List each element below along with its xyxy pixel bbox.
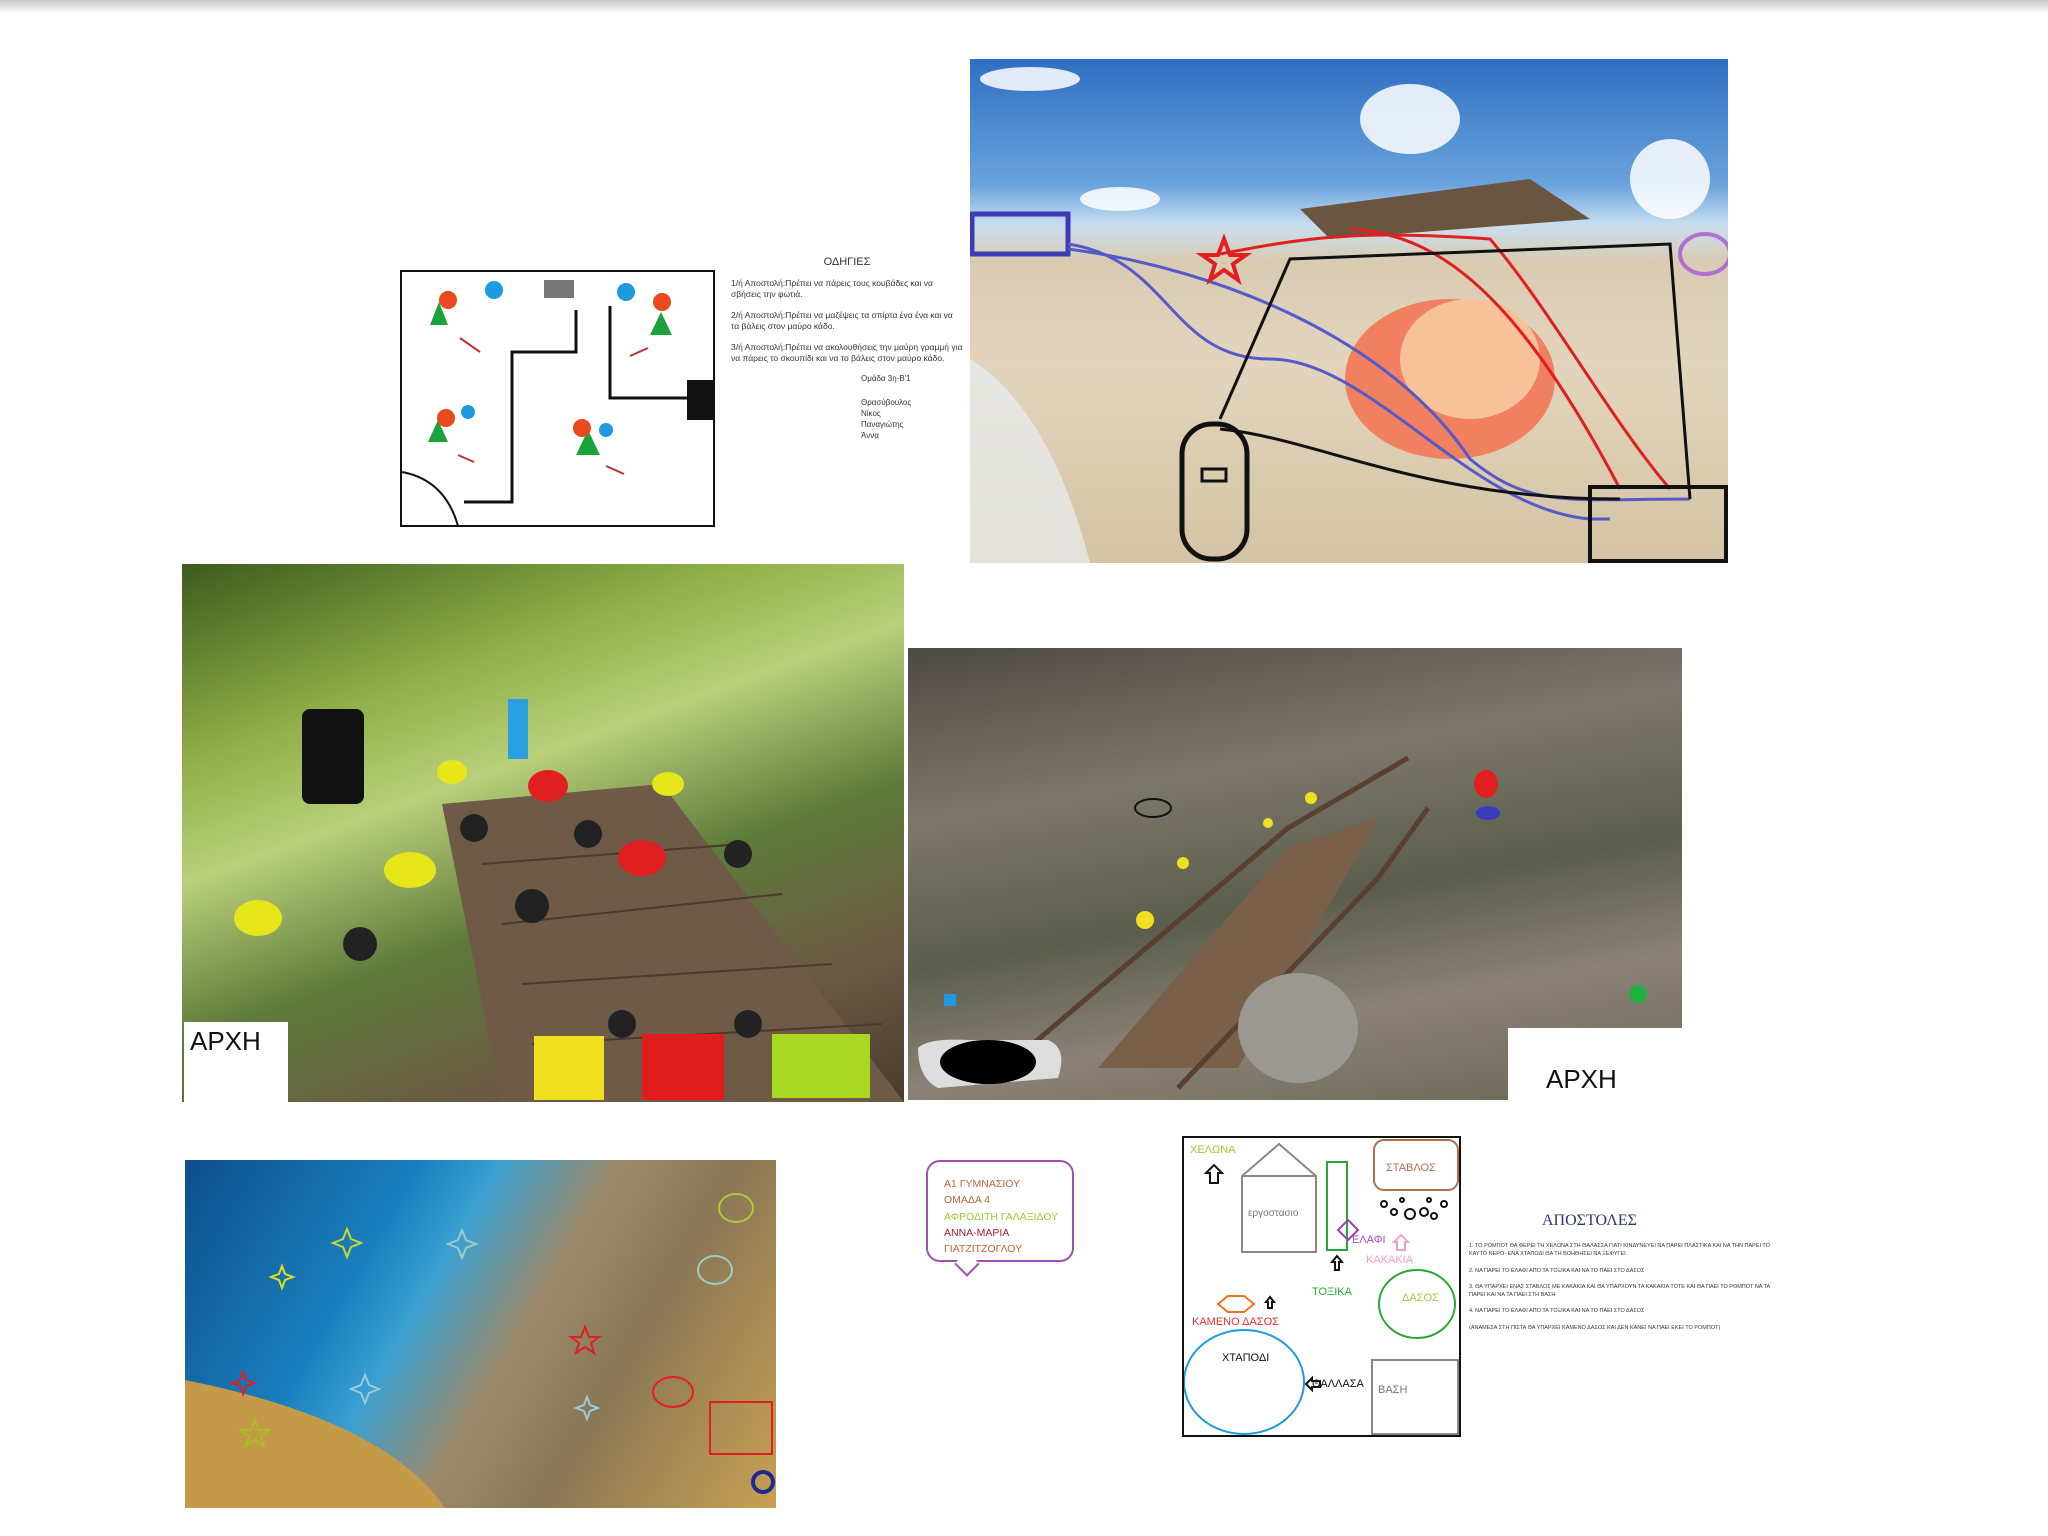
- member-name: Θρασύβουλος: [861, 398, 912, 408]
- start-label: ΑΡΧΗ: [184, 1022, 288, 1102]
- top-shadow-bar: [0, 0, 2048, 14]
- mission-2: 2/ή Αποστολή:Πρέπει να μαζέψεις τα σπίρτ…: [731, 309, 953, 332]
- missions-title: ΑΠΟΣΤΟΛΕΣ: [1542, 1212, 1637, 1229]
- beach-photo: [970, 59, 1728, 563]
- octopus-label: ΧΤΑΠΟΔΙ: [1222, 1352, 1270, 1364]
- burnt-forest-label: ΚΑΜΕΝΟ ΔΑΣΟΣ: [1192, 1316, 1279, 1328]
- bubble-line: ΑΝΝΑ-ΜΑΡΙΑ: [944, 1226, 1010, 1239]
- droppings-label: ΚΑΚΑΚΙΑ: [1366, 1254, 1414, 1266]
- mission-item: 1. ΤΟ ΡΟΜΠΟΤ ΘΑ ΦΕΡΕΙ ΤΗ ΧΕΛΩΝΑ ΣΤΗ ΘΑΛΑ…: [1469, 1243, 1770, 1258]
- bubble-line: ΑΦΡΟΔΙΤΗ ΓΑΛΑΞΙΔΟΥ: [944, 1210, 1059, 1223]
- bubble-line: ΟΜΑΔΑ 4: [944, 1194, 991, 1207]
- bubble-line: Α1 ΓΥΜΝΑΣΙΟΥ: [944, 1178, 1021, 1190]
- mission-3: 3/ή Αποστολή:Πρέπει να ακολουθήσεις την …: [731, 341, 963, 364]
- maze-drawing: [400, 270, 716, 528]
- team-info-bubble: Α1 ΓΥΜΝΑΣΙΟΥ ΟΜΑΔΑ 4 ΑΦΡΟΔΙΤΗ ΓΑΛΑΞΙΔΟΥ …: [926, 1160, 1074, 1262]
- mission-1: 1/ή Αποστολή:Πρέπει να πάρεις τους κουβά…: [731, 277, 933, 300]
- instructions-panel: ΟΔΗΓΙΕΣ 1/ή Αποστολή:Πρέπει να πάρεις το…: [731, 255, 963, 442]
- mission-item: (ΑΝΑΜΕΣΑ ΣΤΗ ΠΙΣΤΑ ΘΑ ΥΠΑΡΧΕΙ ΚΑΜΕΝΟ ΔΑΣ…: [1469, 1324, 1721, 1331]
- mission-item: 3. ΘΑ ΥΠΑΡΧΕΙ ΕΝΑΣ ΣΤΑΒΛΟΣ ΜΕ ΚΑΚΑΚΙΑ ΚΑ…: [1469, 1283, 1770, 1298]
- start-label: ΑΡΧΗ: [1508, 1028, 1682, 1100]
- turtle-label: ΧΕΛΩΝΑ: [1190, 1144, 1236, 1156]
- instructions-title: ΟΔΗΓΙΕΣ: [823, 256, 871, 268]
- factory-label: εργοστασιο: [1248, 1208, 1299, 1219]
- bubble-line: ΓΙΑΤΖΙΤΖΟΓΛΟΥ: [944, 1243, 1023, 1256]
- base-label: ΒΑΣΗ: [1378, 1384, 1408, 1396]
- member-name: Παναγιώτης: [861, 420, 904, 430]
- member-name: Νίκος: [861, 409, 881, 419]
- bridge-photo: ΑΡΧΗ: [908, 648, 1682, 1100]
- mission-map: ΧΕΛΩΝΑ εργοστασιο ΣΤΑΒΛΟΣ ΕΛΑΦΙ ΚΑΚΑΚΙΑ …: [1182, 1136, 1461, 1437]
- stable-label: ΣΤΑΒΛΟΣ: [1386, 1162, 1436, 1174]
- member-name: Άννα: [861, 430, 879, 440]
- toxic-label: ΤΟΞΙΚΑ: [1312, 1286, 1352, 1298]
- team-label: Ομάδα 3η-Β'1: [861, 373, 911, 383]
- team-members: Θρασύβουλος Νίκος Παναγιώτης Άννα: [861, 398, 963, 441]
- forest-label: ΔΑΣΟΣ: [1402, 1292, 1439, 1304]
- coast-photo: [185, 1160, 776, 1508]
- forest-photo: ΑΡΧΗ: [182, 564, 904, 1102]
- deer-label: ΕΛΑΦΙ: [1352, 1234, 1386, 1246]
- mission-item: 2. ΝΑ ΠΑΡΕΙ ΤΟ ΕΛΑΦΙ ΑΠΟ ΤΑ ΤΟΞΙΚΑ ΚΑΙ Ν…: [1469, 1267, 1645, 1274]
- sea-label: ΘΑΛΛΑΣΑ: [1312, 1378, 1364, 1390]
- missions-panel: ΑΠΟΣΤΟΛΕΣ 1. ΤΟ ΡΟΜΠΟΤ ΘΑ ΦΕΡΕΙ ΤΗ ΧΕΛΩΝ…: [1469, 1212, 1779, 1340]
- mission-item: 4. ΝΑ ΠΑΡΕΙ ΤΟ ΕΛΑΦΙ ΑΠΟ ΤΑ ΤΟΞΙΚΑ ΚΑΙ Ν…: [1469, 1308, 1645, 1315]
